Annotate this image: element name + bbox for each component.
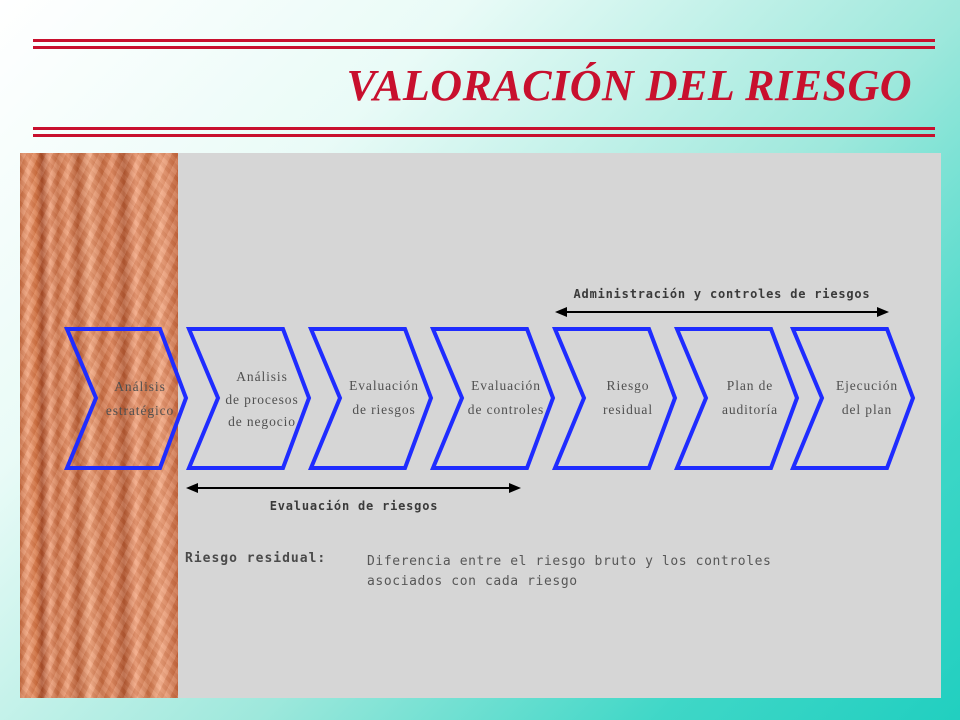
bottom-rule-2 — [33, 134, 935, 137]
chevron-step-4: Evaluación de controles — [429, 327, 556, 470]
process-diagram: Administración y controles de riesgos An… — [63, 287, 916, 513]
chevron-step-2: Análisis de procesos de negocio — [185, 327, 312, 470]
chevron-step-3-line2: de riesgos — [352, 402, 415, 417]
bottom-span-arrow-left — [186, 483, 198, 493]
top-rule-2 — [33, 46, 935, 49]
bottom-rule-1 — [33, 127, 935, 130]
chevron-step-4-line2: de controles — [468, 402, 544, 417]
chevron-step-3-line1: Evaluación — [349, 378, 419, 393]
top-span-arrow-right — [877, 307, 889, 317]
decorative-pillar — [20, 153, 178, 698]
chevron-step-1-line1: Análisis — [114, 379, 165, 394]
top-rule-1 — [33, 39, 935, 42]
diagram-panel: Administración y controles de riesgos An… — [20, 153, 941, 698]
definition-text: Diferencia entre el riesgo bruto y los c… — [367, 554, 772, 589]
chevron-step-3: Evaluación de riesgos — [307, 327, 434, 470]
chevron-step-7-line2: del plan — [842, 402, 892, 417]
title-area: VALORACIÓN DEL RIESGO — [0, 0, 960, 145]
chevron-step-7: Ejecución del plan — [789, 327, 916, 470]
chevron-step-5-line1: Riesgo — [607, 378, 650, 393]
chevron-step-5: Riesgo residual — [551, 327, 678, 470]
chevron-step-1-line2: estratégico — [106, 403, 174, 418]
top-span-arrow-left — [555, 307, 567, 317]
chevron-step-2-line2: de procesos — [225, 392, 298, 407]
chevron-step-6-line1: Plan de — [727, 378, 773, 393]
definition-term: Riesgo residual: — [185, 551, 327, 566]
bottom-span-label: Evaluación de riesgos — [270, 499, 439, 513]
chevron-step-6: Plan de auditoría — [673, 327, 800, 470]
chevron-step-4-line1: Evaluación — [471, 378, 541, 393]
chevron-step-1: Análisis estratégico — [63, 327, 189, 470]
chevron-step-5-line2: residual — [603, 402, 653, 417]
chevron-step-2-line1: Análisis — [236, 369, 287, 384]
chevron-step-6-line2: auditoría — [722, 402, 778, 417]
bottom-span-arrow-right — [509, 483, 521, 493]
page-title: VALORACIÓN DEL RIESGO — [346, 61, 912, 110]
top-span-label: Administración y controles de riesgos — [574, 287, 871, 301]
chevron-step-7-line1: Ejecución — [836, 378, 898, 393]
chevron-step-2-line3: de negocio — [228, 414, 296, 429]
